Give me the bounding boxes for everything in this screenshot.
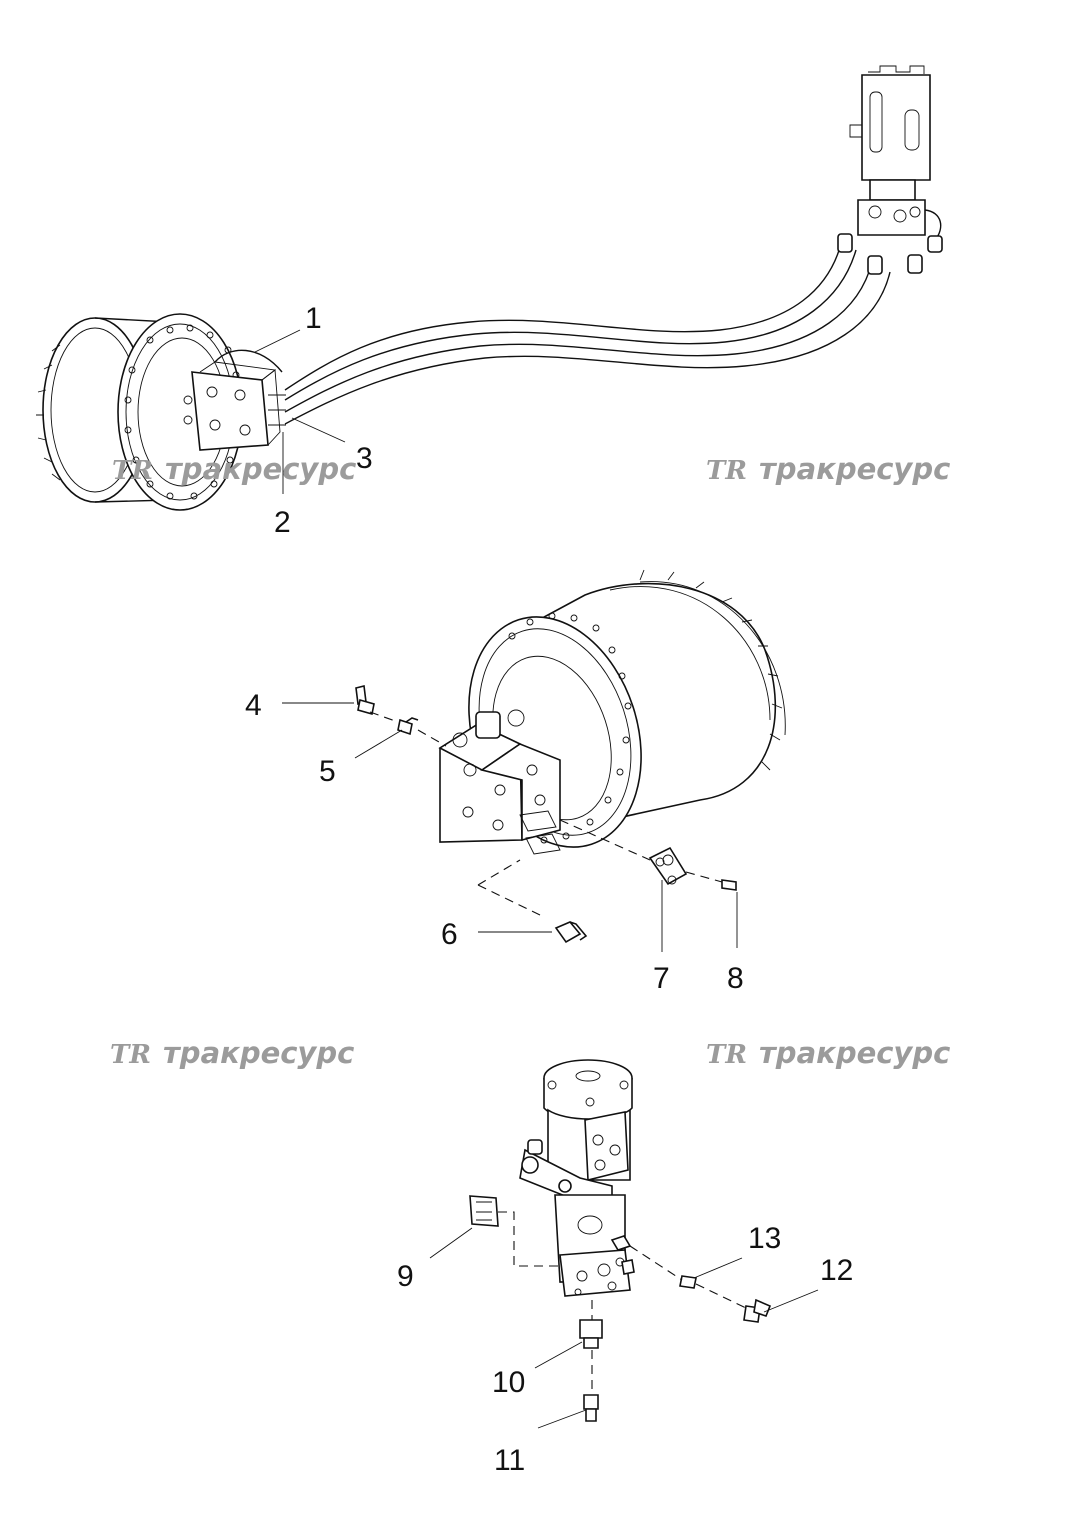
- fitting-adapter-5: [397, 717, 419, 736]
- leader-5: [354, 729, 403, 759]
- leader-9: [429, 1227, 473, 1259]
- watermark-text: тракресурс: [759, 1036, 950, 1070]
- bracket-9: [469, 1195, 499, 1227]
- elbow-12: [743, 1298, 772, 1323]
- callout-2: 2: [274, 506, 291, 539]
- callout-7: 7: [653, 962, 670, 995]
- travel-motor-hose-assembly: [36, 65, 943, 511]
- callout-labels: 1 2 3 4 5 6 7 8 9 10 11 12 13: [245, 302, 853, 1477]
- leader-13: [693, 1257, 743, 1279]
- adapter-11: [583, 1394, 599, 1422]
- watermark-text: тракресурс: [759, 452, 950, 486]
- callout-9: 9: [397, 1260, 414, 1293]
- watermark-logo: TR: [706, 1040, 747, 1070]
- leader-11: [537, 1409, 587, 1429]
- bolt-8: [721, 879, 737, 891]
- callout-5: 5: [319, 755, 336, 788]
- callout-8: 8: [727, 962, 744, 995]
- fitting-10: [579, 1319, 603, 1349]
- callout-11: 11: [494, 1444, 525, 1477]
- travel-motor-fittings-assembly: [282, 569, 786, 952]
- watermark-bottom-left: TR тракресурс: [110, 1036, 354, 1070]
- motor-valve-block-top: [183, 361, 286, 451]
- fitting-elbow-4: [355, 685, 375, 716]
- leader-3: [291, 417, 346, 443]
- leader-10: [534, 1341, 583, 1369]
- callout-1: 1: [305, 302, 322, 335]
- watermark-logo: TR: [112, 456, 153, 486]
- leader-12: [763, 1289, 819, 1313]
- callout-12: 12: [820, 1254, 853, 1287]
- flange-7: [648, 846, 688, 886]
- hose-bundle: [214, 239, 891, 425]
- callout-6: 6: [441, 918, 458, 951]
- callout-4: 4: [245, 689, 262, 722]
- watermark-logo: TR: [706, 456, 747, 486]
- watermark-logo: TR: [110, 1040, 151, 1070]
- watermark-top-right: TR тракресурс: [706, 452, 950, 486]
- callout-13: 13: [748, 1222, 781, 1255]
- leader-1: [254, 329, 301, 353]
- nipple-13: [679, 1275, 697, 1289]
- swivel-joint-fittings-assembly: [429, 1059, 819, 1429]
- swivel-joint-top: [837, 65, 943, 275]
- plug-6: [554, 921, 588, 944]
- callout-3: 3: [356, 442, 373, 475]
- watermark-text: тракресурс: [165, 452, 356, 486]
- watermark-top-left: TR тракресурс: [112, 452, 356, 486]
- callout-10: 10: [492, 1366, 525, 1399]
- watermark-bottom-right: TR тракресурс: [706, 1036, 950, 1070]
- watermark-text: тракресурс: [163, 1036, 354, 1070]
